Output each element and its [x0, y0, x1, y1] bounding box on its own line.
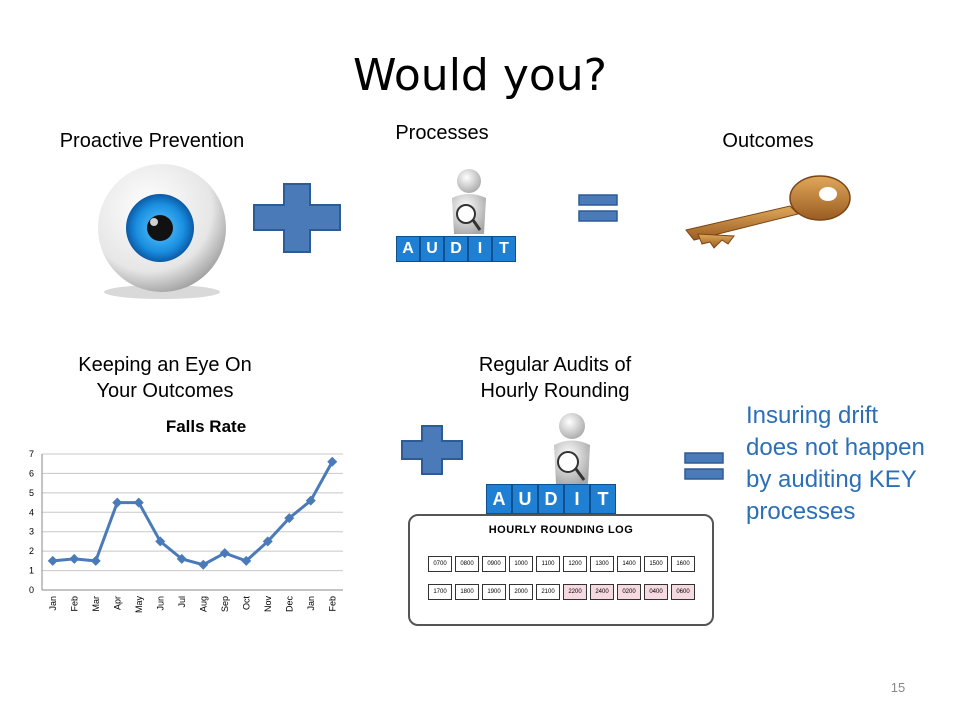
log-cell: 1200	[563, 556, 587, 572]
log-cell: 2000	[509, 584, 533, 600]
x-tick-label: Jun	[155, 596, 165, 611]
data-point	[133, 497, 144, 508]
x-tick-label: May	[134, 596, 144, 614]
series-line	[52, 461, 334, 567]
log-cell: 2200	[563, 584, 587, 600]
log-cell: 0800	[455, 556, 479, 572]
audit-letter: A	[486, 484, 512, 514]
audit-letter: U	[512, 484, 538, 514]
data-point	[47, 555, 58, 566]
audit-letter: U	[420, 236, 444, 262]
audit-figure-top: A U D I T	[384, 166, 530, 266]
data-point	[198, 559, 209, 570]
x-tick-label: Sep	[220, 596, 230, 612]
data-point	[219, 548, 230, 559]
person-magnifier-icon	[452, 169, 486, 234]
log-cell: 1800	[455, 584, 479, 600]
log-cell: 2100	[536, 584, 560, 600]
audit-letter: A	[396, 236, 420, 262]
data-point	[305, 495, 316, 506]
x-tick-label: Jan	[48, 596, 58, 611]
log-title: HOURLY ROUNDING LOG	[488, 524, 634, 536]
proactive-prevention-label: Proactive Prevention	[59, 130, 245, 152]
audit-figure-bottom: A U D I T	[474, 410, 634, 518]
regular-audits-label-1: Regular Audits of	[478, 354, 632, 376]
log-cell: 0700	[428, 556, 452, 572]
key-icon	[685, 175, 851, 249]
x-tick-label: Feb	[327, 596, 337, 612]
eye-icon	[98, 164, 226, 299]
log-cell: 0400	[644, 584, 668, 600]
audit-letter: D	[444, 236, 468, 262]
log-cell: 0200	[617, 584, 641, 600]
x-tick-label: Feb	[69, 596, 79, 612]
audit-letter: T	[590, 484, 616, 514]
y-tick-label: 2	[29, 546, 34, 556]
keeping-eye-label-1: Keeping an Eye On	[78, 354, 252, 376]
x-tick-label: Jul	[177, 596, 187, 608]
outcomes-label: Outcomes	[722, 130, 814, 152]
log-cell: 1500	[644, 556, 668, 572]
y-tick-label: 3	[29, 527, 34, 537]
log-cell: 1300	[590, 556, 614, 572]
log-cell: 1400	[617, 556, 641, 572]
plus-icon	[401, 425, 463, 475]
data-point	[284, 513, 295, 524]
chart-title: Falls Rate	[166, 417, 246, 436]
x-tick-label: Oct	[241, 596, 251, 611]
x-tick-label: Mar	[91, 596, 101, 612]
keeping-eye-label-2: Your Outcomes	[96, 380, 234, 402]
y-tick-label: 4	[29, 507, 34, 517]
slide-title: Would you?	[352, 50, 608, 101]
y-tick-label: 6	[29, 468, 34, 478]
log-cell: 1600	[671, 556, 695, 572]
log-cell: 1100	[536, 556, 560, 572]
log-cell: 0900	[482, 556, 506, 572]
data-point	[90, 555, 101, 566]
regular-audits-label-2: Hourly Rounding	[480, 380, 630, 402]
audit-letter: D	[538, 484, 564, 514]
page-number: 15	[890, 680, 906, 695]
data-point	[327, 456, 338, 467]
data-point	[176, 553, 187, 564]
person-magnifier-icon	[554, 413, 590, 484]
x-tick-label: Dec	[284, 596, 294, 613]
log-cell: 1700	[428, 584, 452, 600]
audit-letter: T	[492, 236, 516, 262]
data-point	[155, 536, 166, 547]
log-cell: 2400	[590, 584, 614, 600]
y-tick-label: 7	[29, 449, 34, 459]
drift-statement: Insuring drift does not happen by auditi…	[746, 402, 925, 525]
plus-icon	[253, 183, 341, 253]
y-tick-label: 5	[29, 488, 34, 498]
equals-icon	[684, 452, 724, 480]
audit-letter: I	[468, 236, 492, 262]
log-cell: 0600	[671, 584, 695, 600]
data-point	[69, 553, 80, 564]
data-point	[112, 497, 123, 508]
x-tick-label: Jan	[306, 596, 316, 611]
log-cell: 1000	[509, 556, 533, 572]
x-tick-label: Nov	[263, 596, 273, 613]
data-point	[262, 536, 273, 547]
processes-label: Processes	[395, 122, 489, 144]
log-cell: 1900	[482, 584, 506, 600]
x-tick-label: Aug	[198, 596, 208, 612]
x-tick-label: Apr	[112, 596, 122, 610]
audit-letter: I	[564, 484, 590, 514]
equals-icon	[578, 194, 618, 222]
data-point	[241, 555, 252, 566]
y-tick-label: 0	[29, 585, 34, 595]
y-tick-label: 1	[29, 566, 34, 576]
